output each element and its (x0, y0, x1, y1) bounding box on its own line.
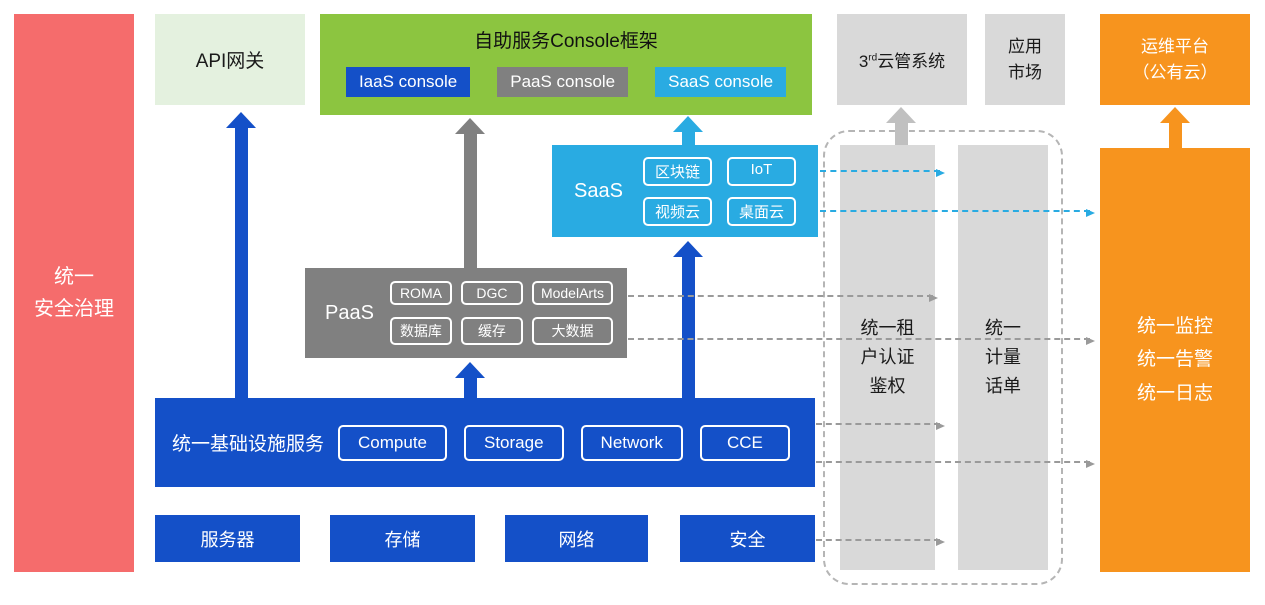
dline-saas-to-monitoring (820, 209, 1095, 217)
third-party-sup: rd (868, 52, 878, 64)
infra-chip-cce: CCE (699, 424, 790, 461)
hw-box-network: 网络 (505, 515, 648, 562)
arrowhead-right-icon (936, 538, 949, 546)
arrow-to-third-party-cloud (886, 107, 916, 145)
infra-chip-network: Network (580, 424, 683, 461)
paas-chip-database: 数据库 (389, 317, 452, 345)
arrowhead-right-icon (936, 169, 949, 177)
monitoring-bar: 统一监控 统一告警 统一日志 (1100, 148, 1250, 572)
paas-layer-label: PaaS (325, 301, 374, 324)
dline-paas-to-auth (628, 294, 938, 302)
paas-chip-dgc: DGC (460, 281, 523, 305)
iaas-console-chip: IaaS console (345, 67, 471, 97)
arrow-shaft (463, 134, 477, 268)
dline-security-to-metering (816, 538, 945, 546)
paas-chip-cache: 缓存 (460, 317, 523, 345)
infra-chip-row: Compute Storage Network CCE (338, 424, 790, 461)
arrow-up-icon (455, 118, 485, 134)
arrow-infra-to-api-gateway (226, 112, 256, 398)
arrow-up-icon (673, 241, 703, 257)
paas-chip-bigdata: 大数据 (531, 317, 613, 345)
api-gateway-box: API网关 (155, 14, 305, 105)
hw-box-server: 服务器 (155, 515, 300, 562)
tenant-auth-bar: 统一租 户认证 鉴权 (840, 145, 935, 570)
app-market-label: 应用 市场 (1008, 37, 1042, 82)
console-chip-row: IaaS console PaaS console SaaS console (345, 67, 787, 97)
paas-layer-box: PaaS ROMA DGC ModelArts 数据库 缓存 大数据 (305, 268, 627, 358)
saas-chip-video-cloud: 视频云 (642, 196, 712, 226)
arrow-up-icon (673, 116, 703, 132)
dline-saas-to-auth (820, 169, 945, 177)
saas-layer-label: SaaS (574, 179, 623, 202)
paas-chip-roma: ROMA (389, 281, 452, 305)
dline-paas-to-monitoring (628, 337, 1095, 345)
infra-layer-box: 统一基础设施服务 Compute Storage Network CCE (155, 398, 815, 487)
arrow-up-icon (886, 107, 916, 123)
arrow-up-icon (455, 362, 485, 378)
arrow-shaft (1168, 123, 1182, 148)
arrow-infra-to-paas (455, 362, 485, 398)
ops-platform-box: 运维平台 （公有云） (1100, 14, 1250, 105)
arrow-to-ops-platform (1160, 107, 1190, 148)
arrowhead-right-icon (1086, 337, 1099, 345)
arrow-shaft (463, 378, 477, 398)
infra-layer-label: 统一基础设施服务 (172, 434, 325, 455)
arrow-shaft (681, 132, 695, 145)
dline-infra-to-monitoring (816, 460, 1095, 468)
hw-box-storage: 存储 (330, 515, 475, 562)
api-gateway-label: API网关 (195, 51, 265, 72)
arrow-paas-to-console (455, 118, 485, 268)
arrowhead-right-icon (929, 294, 942, 302)
monitoring-label: 统一监控 统一告警 统一日志 (1136, 316, 1213, 404)
paas-chip-grid: ROMA DGC ModelArts 数据库 缓存 大数据 (389, 281, 613, 345)
paas-console-chip: PaaS console (497, 67, 629, 97)
metering-bar: 统一 计量 话单 (958, 145, 1048, 570)
arrow-infra-to-saas (673, 241, 703, 398)
third-party-cloud-label: 3rd云管系统 (859, 47, 945, 72)
ops-platform-label: 运维平台 （公有云） (1132, 37, 1218, 82)
security-governance-label: 统一 安全治理 (34, 266, 114, 320)
third-party-rest: 云管系统 (877, 52, 946, 71)
auth-metering-group-outline (823, 130, 1063, 585)
arrow-shaft (234, 128, 248, 398)
metering-label: 统一 计量 话单 (985, 318, 1021, 396)
saas-layer-box: SaaS 区块链 IoT 视频云 桌面云 (552, 145, 818, 237)
infra-chip-compute: Compute (338, 424, 447, 461)
third-party-prefix: 3 (858, 52, 869, 71)
saas-console-chip: SaaS console (655, 67, 787, 97)
saas-chip-desktop-cloud: 桌面云 (726, 196, 796, 226)
paas-chip-modelarts: ModelArts (531, 281, 613, 305)
infra-chip-storage: Storage (464, 424, 564, 461)
saas-chip-blockchain: 区块链 (642, 156, 712, 186)
arrow-up-icon (226, 112, 256, 128)
arrowhead-right-icon (1086, 209, 1099, 217)
arrowhead-right-icon (936, 422, 949, 430)
saas-chip-iot: IoT (726, 156, 796, 186)
arrow-saas-to-console (673, 116, 703, 145)
saas-chip-grid: 区块链 IoT 视频云 桌面云 (642, 156, 796, 226)
security-governance-bar: 统一 安全治理 (14, 14, 134, 572)
arrow-shaft (681, 257, 695, 398)
dline-infra-to-auth (816, 422, 945, 430)
arrow-shaft (894, 123, 908, 145)
tenant-auth-label: 统一租 户认证 鉴权 (860, 318, 915, 396)
arrowhead-right-icon (1086, 460, 1099, 468)
third-party-cloud-box: 3rd云管系统 (837, 14, 967, 105)
console-framework-box: 自助服务Console框架 IaaS console PaaS console … (320, 14, 812, 115)
app-market-box: 应用 市场 (985, 14, 1065, 105)
hw-box-security: 安全 (680, 515, 815, 562)
console-framework-title: 自助服务Console框架 (474, 31, 658, 52)
arrow-up-icon (1160, 107, 1190, 123)
